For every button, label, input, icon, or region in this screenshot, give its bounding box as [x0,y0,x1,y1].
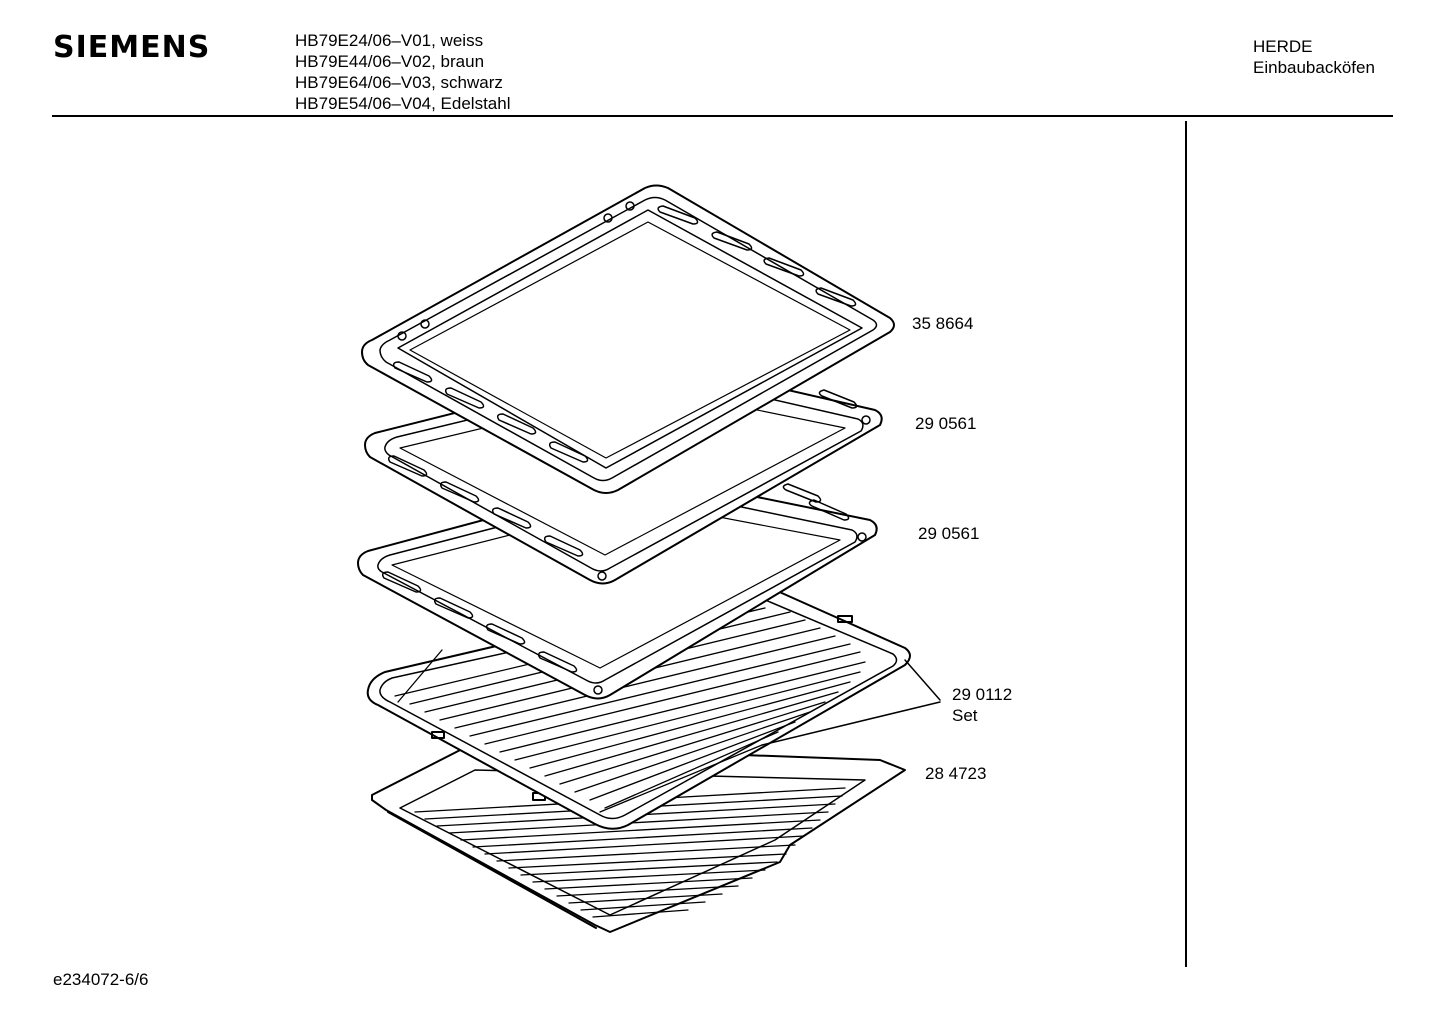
model-line: HB79E44/06–V02, braun [295,52,485,71]
model-line: HB79E24/06–V01, weiss [295,31,484,50]
part-label: 29 0561 [915,414,977,433]
part-label: 29 0561 [918,524,980,543]
part-label: 28 4723 [925,764,987,783]
header-divider [52,115,1393,117]
margin-divider [1185,121,1187,967]
category-line: Einbaubacköfen [1253,58,1375,77]
category: HERDE Einbaubacköfen [1253,36,1375,78]
deep-tray-drawing [361,184,895,494]
set-leader-lines [761,659,941,746]
drip-tray-drawing [371,744,906,933]
category-line: HERDE [1253,37,1313,56]
part-label: 29 0112 [952,685,1013,704]
document-id: e234072-6/6 [53,970,149,989]
brand-logo: SIEMENS [53,30,211,65]
part-label: 35 8664 [912,314,974,333]
model-line: HB79E54/06–V04, Edelstahl [295,94,511,113]
model-line: HB79E64/06–V03, schwarz [295,73,503,92]
model-list: HB79E24/06–V01, weiss HB79E44/06–V02, br… [295,30,511,114]
part-note: Set [952,706,978,725]
